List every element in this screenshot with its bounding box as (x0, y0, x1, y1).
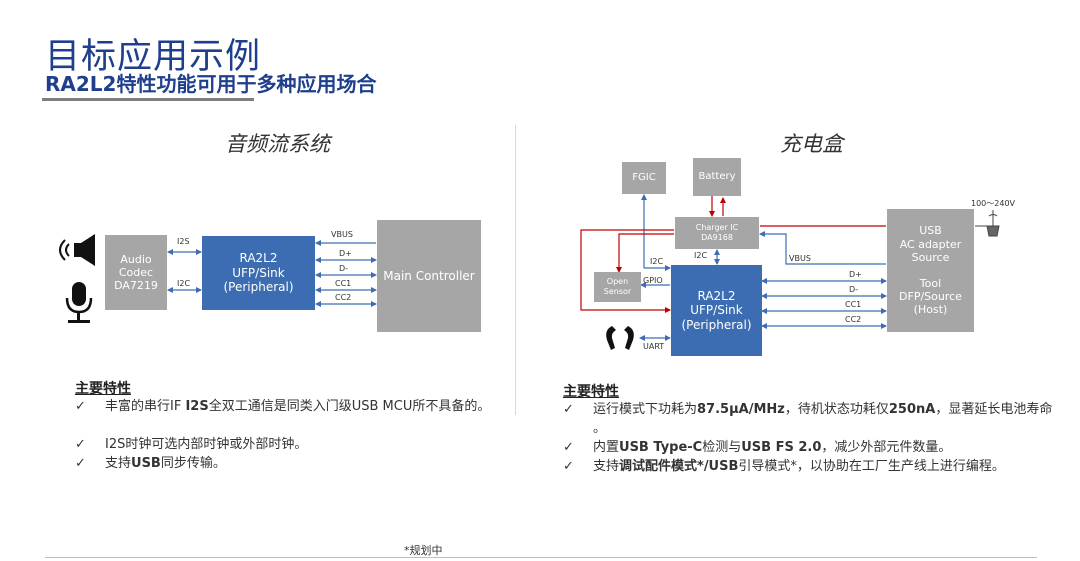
charger-feature-2: ✓ 内置USB Type-C检测与USB FS 2.0，减少外部元件数量。 (563, 440, 952, 455)
check-icon: ✓ (75, 437, 86, 452)
audio-dm-label: D- (339, 264, 349, 273)
charger-feature-1: ✓ 运行模式下功耗为87.5μA/MHz，待机状态功耗仅250nA，显著延长电池… (563, 402, 1053, 436)
fgic-box: FGIC (622, 162, 666, 194)
open-sensor-box: Open Sensor (594, 272, 641, 302)
check-icon: ✓ (75, 399, 86, 414)
speaker-icon (59, 234, 95, 266)
charger-gpio-label: GPIO (643, 276, 663, 285)
audio-codec-box: Audio Codec DA7219 (105, 235, 167, 310)
charger-ic-box: Charger IC DA9168 (675, 217, 759, 249)
charger-dm-label: D- (849, 285, 859, 294)
audio-cc2-label: CC2 (335, 293, 352, 302)
check-icon: ✓ (75, 456, 86, 471)
check-icon: ✓ (563, 402, 574, 417)
charger-section-title: 充电盒 (780, 132, 843, 156)
charger-i2c-left-label: I2C (650, 257, 664, 266)
charger-mcu-box: RA2L2 UFP/Sink (Peripheral) (671, 265, 762, 356)
charger-uart-label: UART (643, 342, 665, 351)
footnote: *规划中 (404, 544, 443, 557)
audio-vbus-label: VBUS (331, 230, 353, 239)
usb-adapter-box: USB AC adapter Source Tool DFP/Source (H… (887, 209, 974, 332)
microphone-icon (65, 282, 93, 323)
page-subtitle: RA2L2特性功能可用于多种应用场合 (45, 72, 377, 96)
audio-mcu-box: RA2L2 UFP/Sink (Peripheral) (202, 236, 315, 310)
c-vbus-link (759, 231, 886, 265)
audio-i2c-label: I2C (177, 279, 191, 288)
charger-cc1-label: CC1 (845, 300, 862, 309)
charger-i2c-top-label: I2C (694, 251, 708, 260)
charger-cc2-label: CC2 (845, 315, 862, 324)
audio-features-title: 主要特性 (75, 381, 131, 397)
earbuds-icon (606, 326, 634, 350)
audio-feature-3: ✓ 支持USB同步传输。 (75, 456, 226, 471)
audio-feature-1: ✓ 丰富的串行IF I2S全双工通信是同类入门级USB MCU所不具备的。 (75, 399, 491, 414)
ac-voltage-label: 100～240V (971, 199, 1016, 208)
charger-features-title: 主要特性 (563, 384, 619, 400)
main-controller-box: Main Controller (377, 220, 481, 332)
check-icon: ✓ (563, 440, 574, 455)
battery-box: Battery (693, 158, 741, 196)
section-divider (515, 125, 516, 415)
audio-i2s-label: I2S (177, 237, 190, 246)
audio-section-title: 音频流系统 (225, 132, 330, 156)
audio-cc1-label: CC1 (335, 279, 352, 288)
ac-plug-icon (975, 210, 1000, 237)
charger-feature-3: ✓ 支持调试配件模式*/USB引导模式*，以协助在工厂生产线上进行编程。 (563, 459, 1005, 474)
charger-vbus-label: VBUS (789, 254, 811, 263)
check-icon: ✓ (563, 459, 574, 474)
audio-feature-2: ✓ I2S时钟可选内部时钟或外部时钟。 (75, 437, 308, 452)
footer-rule (45, 557, 1037, 558)
charger-dp-label: D+ (849, 270, 862, 279)
title-underline (42, 98, 254, 101)
page-title: 目标应用示例 (45, 37, 262, 77)
audio-dp-label: D+ (339, 249, 352, 258)
